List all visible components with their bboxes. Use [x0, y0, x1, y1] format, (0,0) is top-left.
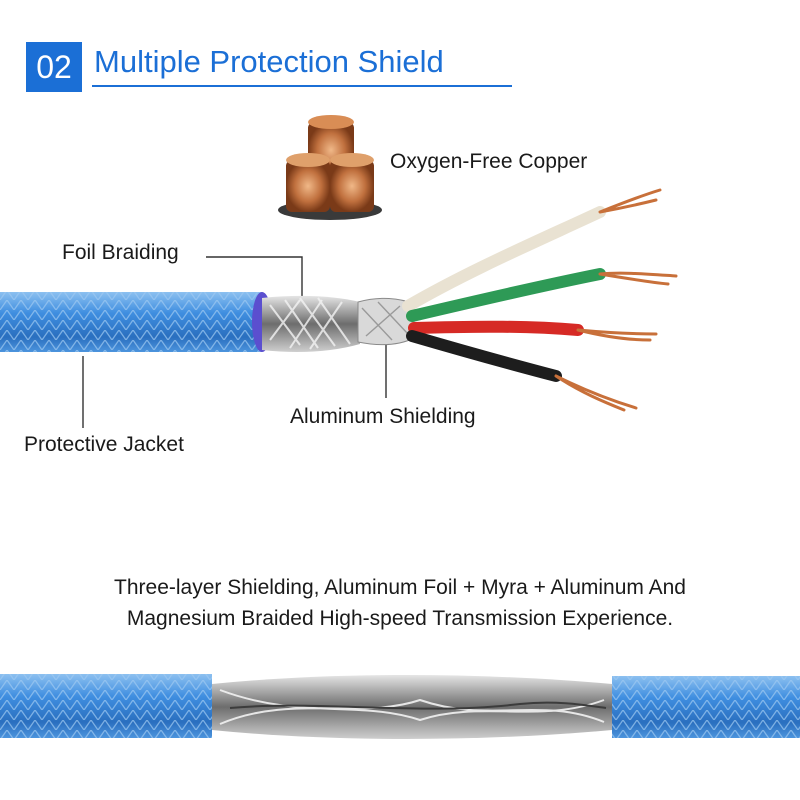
jacket-label: Protective Jacket	[24, 433, 184, 456]
caption-line-2: Magnesium Braided High-speed Transmissio…	[126, 607, 674, 630]
red-wire	[408, 320, 584, 336]
foil-label: Foil Braiding	[62, 241, 179, 264]
foil-braid	[262, 295, 360, 352]
inner-wires	[402, 188, 678, 412]
aluminum-label: Aluminum Shielding	[290, 405, 476, 428]
title-underline	[92, 85, 512, 87]
green-wire	[406, 268, 606, 322]
section-header: 02 Multiple Protection Shield	[26, 38, 512, 92]
cable-jacket-top	[0, 292, 272, 352]
white-wire	[402, 206, 606, 312]
caption: Three-layer Shielding, Aluminum Foil + M…	[0, 572, 800, 634]
foil-callout-line	[206, 256, 303, 298]
caption-line-1: Three-layer Shielding, Aluminum Foil + M…	[114, 576, 686, 599]
copper-label: Oxygen-Free Copper	[390, 150, 588, 173]
section-number-badge: 02	[26, 42, 82, 92]
copper-spools-icon	[278, 115, 382, 220]
section-title: Multiple Protection Shield	[94, 44, 444, 79]
black-wire	[406, 330, 562, 382]
cable-bottom	[0, 674, 800, 739]
exposed-braid	[212, 675, 612, 739]
